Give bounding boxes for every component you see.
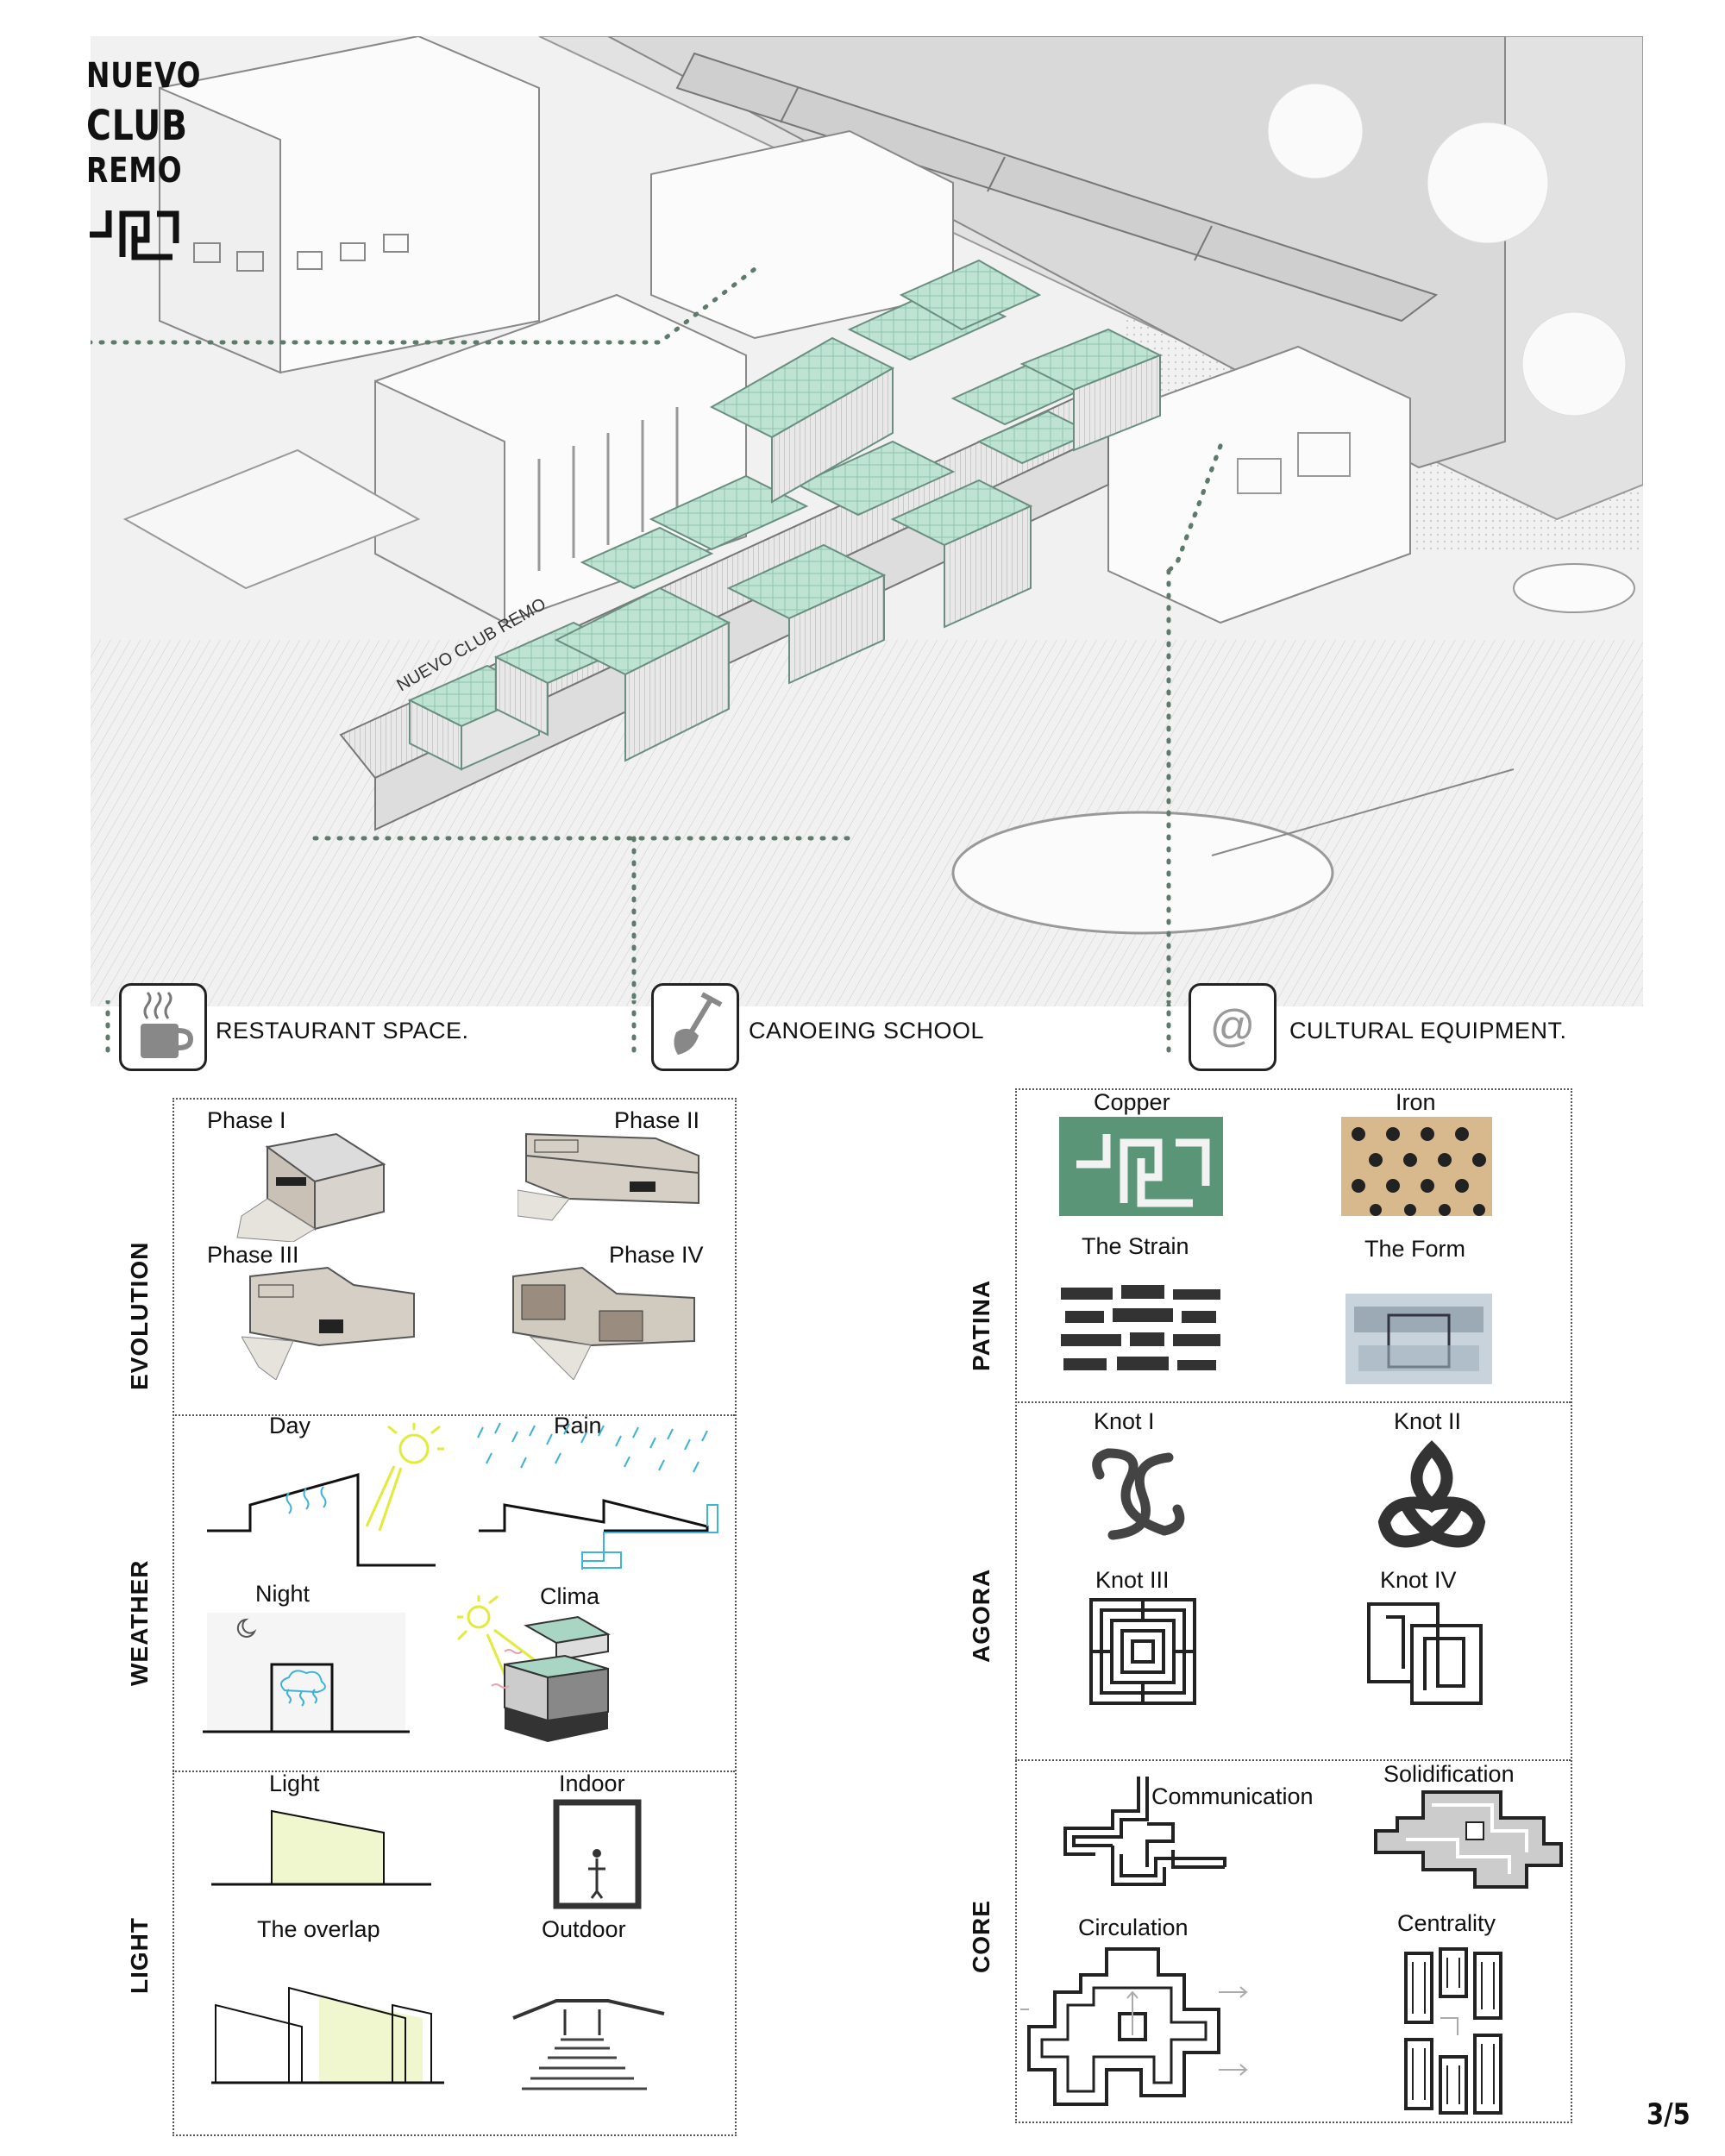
centrality-shape [1404, 1947, 1502, 2115]
overlap-diagram [211, 1986, 444, 2084]
form-sample [1346, 1294, 1492, 1384]
solidification-title: Solidification [1383, 1761, 1515, 1787]
clima-title: Clima [540, 1583, 600, 1609]
phase-4-sketch [512, 1266, 695, 1380]
left-panel [172, 1098, 737, 2136]
agora-label: AGORA [968, 1568, 994, 1663]
club-building [339, 259, 1163, 831]
indoor-title: Indoor [559, 1771, 625, 1796]
day-diagram [207, 1423, 444, 1567]
solidification-shape [1374, 1790, 1563, 1889]
core-label: CORE [968, 1900, 994, 1973]
light-label: LIGHT [126, 1917, 153, 1994]
left-separator-2 [172, 1771, 735, 1772]
svg-text:@: @ [1210, 1001, 1256, 1051]
legend-label-cultural: CULTURAL EQUIPMENT. [1289, 1018, 1567, 1044]
legend-connectors [105, 1000, 1171, 1055]
iron-sample [1341, 1117, 1492, 1216]
copper-title: Copper [1094, 1089, 1170, 1115]
cultural-legend: @ [1189, 983, 1276, 1071]
logo-line-1: NUEVO [86, 56, 202, 96]
light-diagram [211, 1809, 431, 1886]
communication-shape [1063, 1777, 1226, 1886]
centrality-title: Centrality [1397, 1910, 1496, 1936]
phase-1-sketch [236, 1132, 386, 1242]
outdoor-diagram [512, 1999, 665, 2090]
page-number: 3/5 [1647, 2097, 1690, 2132]
right-separator-1 [1015, 1401, 1571, 1403]
night-diagram [203, 1613, 410, 1733]
knot-4-shape [1367, 1602, 1483, 1705]
communication-title: Communication [1151, 1783, 1314, 1809]
shovel-icon [674, 992, 723, 1055]
logo-line-3: REMO [86, 151, 183, 191]
right-separator-2 [1015, 1759, 1571, 1761]
phase-4-title: Phase IV [609, 1242, 704, 1268]
phase-1-title: Phase I [207, 1107, 286, 1133]
leader-lines [91, 266, 1223, 1006]
knot-3-title: Knot III [1095, 1567, 1170, 1593]
phase-2-title: Phase II [614, 1107, 700, 1133]
legend-label-canoeing: CANOEING SCHOOL [749, 1018, 985, 1044]
evolution-label: EVOLUTION [126, 1241, 153, 1390]
phase-3-title: Phase III [207, 1242, 299, 1268]
canoeing-legend [651, 983, 739, 1071]
axonometric-drawing: NUEVO CLUB REMO [91, 36, 1643, 1006]
logo-mark-icon [90, 210, 179, 260]
rain-diagram [477, 1422, 718, 1570]
legend-label-restaurant: RESTAURANT SPACE. [216, 1018, 469, 1044]
knot-3-shape [1089, 1598, 1196, 1705]
circulation-title: Circulation [1078, 1915, 1189, 1940]
strain-sample [1057, 1281, 1225, 1384]
cup-icon [141, 991, 194, 1058]
iron-title: Iron [1396, 1089, 1436, 1115]
indoor-diagram [553, 1799, 642, 1909]
site-axonometric: NUEVO CLUB REMO [91, 36, 1643, 1006]
night-title: Night [255, 1581, 310, 1607]
logo-line-2: CLUB [86, 102, 188, 150]
light-title: Light [269, 1771, 320, 1796]
phase-3-sketch [242, 1266, 415, 1380]
copper-sample [1059, 1117, 1223, 1216]
day-title: Day [269, 1413, 311, 1438]
knot-1-shape [1092, 1448, 1185, 1540]
right-panel [1015, 1088, 1572, 2123]
knot-4-title: Knot IV [1380, 1567, 1457, 1593]
patina-label: PATINA [968, 1279, 994, 1371]
weather-label: WEATHER [126, 1559, 153, 1686]
clima-diagram [456, 1595, 611, 1742]
overlap-title: The overlap [257, 1916, 380, 1942]
outdoor-title: Outdoor [542, 1916, 626, 1942]
phase-2-sketch [518, 1132, 699, 1221]
form-title: The Form [1364, 1236, 1466, 1262]
restaurant-legend [119, 983, 207, 1071]
circulation-shape [1020, 1947, 1248, 2106]
at-icon: @ [1210, 1001, 1256, 1051]
strain-title: The Strain [1082, 1233, 1189, 1259]
left-separator-1 [172, 1414, 735, 1416]
knot-2-shape [1377, 1440, 1486, 1548]
knot-1-title: Knot I [1094, 1408, 1155, 1434]
knot-2-title: Knot II [1394, 1408, 1462, 1434]
rain-title: Rain [554, 1413, 602, 1438]
